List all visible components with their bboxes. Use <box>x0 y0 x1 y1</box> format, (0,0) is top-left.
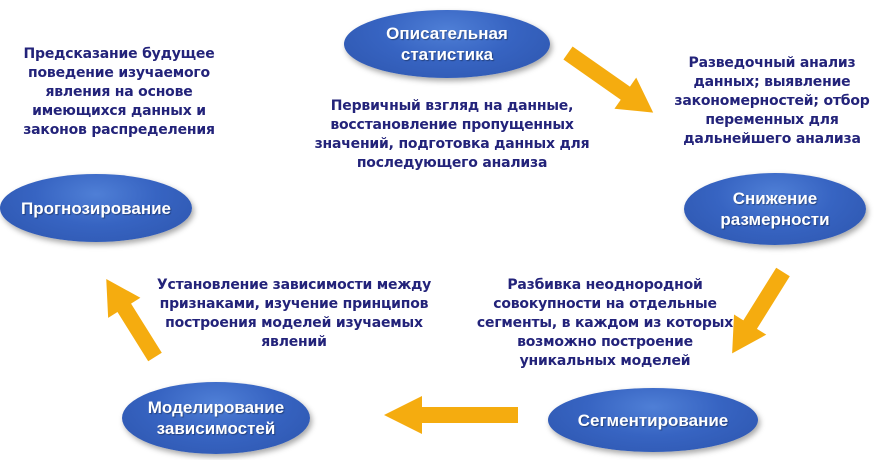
node-forecasting[interactable]: Прогнозирование <box>0 174 192 242</box>
node-segmentation-label: Сегментирование <box>577 410 729 430</box>
description-segmentation: Разбивка неоднородной совокупности на от… <box>476 277 734 369</box>
description-forecasting: Предсказание будущее поведение изучаемог… <box>23 46 215 138</box>
description-dimension-reduction: Разведочный анализ данных; выявление зак… <box>674 55 870 147</box>
node-forecasting-label: Прогнозирование <box>20 198 172 218</box>
arrow-descriptive-to-dimension-icon <box>563 46 654 113</box>
node-dependency-modeling-label: Моделирование зависимостей <box>147 398 285 438</box>
arrow-segmentation-to-dependency-icon <box>384 396 518 434</box>
node-dimension-reduction[interactable]: Снижение размерности <box>684 173 866 245</box>
description-dependency-modeling: Установление зависимости между признакам… <box>156 277 432 350</box>
arrow-dimension-to-segmentation-icon <box>732 267 790 354</box>
node-dimension-reduction-label: Снижение размерности <box>720 189 830 229</box>
node-descriptive-statistics-label: Описательная статистика <box>386 24 508 64</box>
description-descriptive-statistics: Первичный взгляд на данные, восстановлен… <box>314 98 590 171</box>
node-descriptive-statistics[interactable]: Описательная статистика <box>344 10 550 78</box>
arrow-dependency-to-forecasting-icon <box>106 278 162 362</box>
node-dependency-modeling[interactable]: Моделирование зависимостей <box>122 382 310 454</box>
node-segmentation[interactable]: Сегментирование <box>548 388 758 452</box>
